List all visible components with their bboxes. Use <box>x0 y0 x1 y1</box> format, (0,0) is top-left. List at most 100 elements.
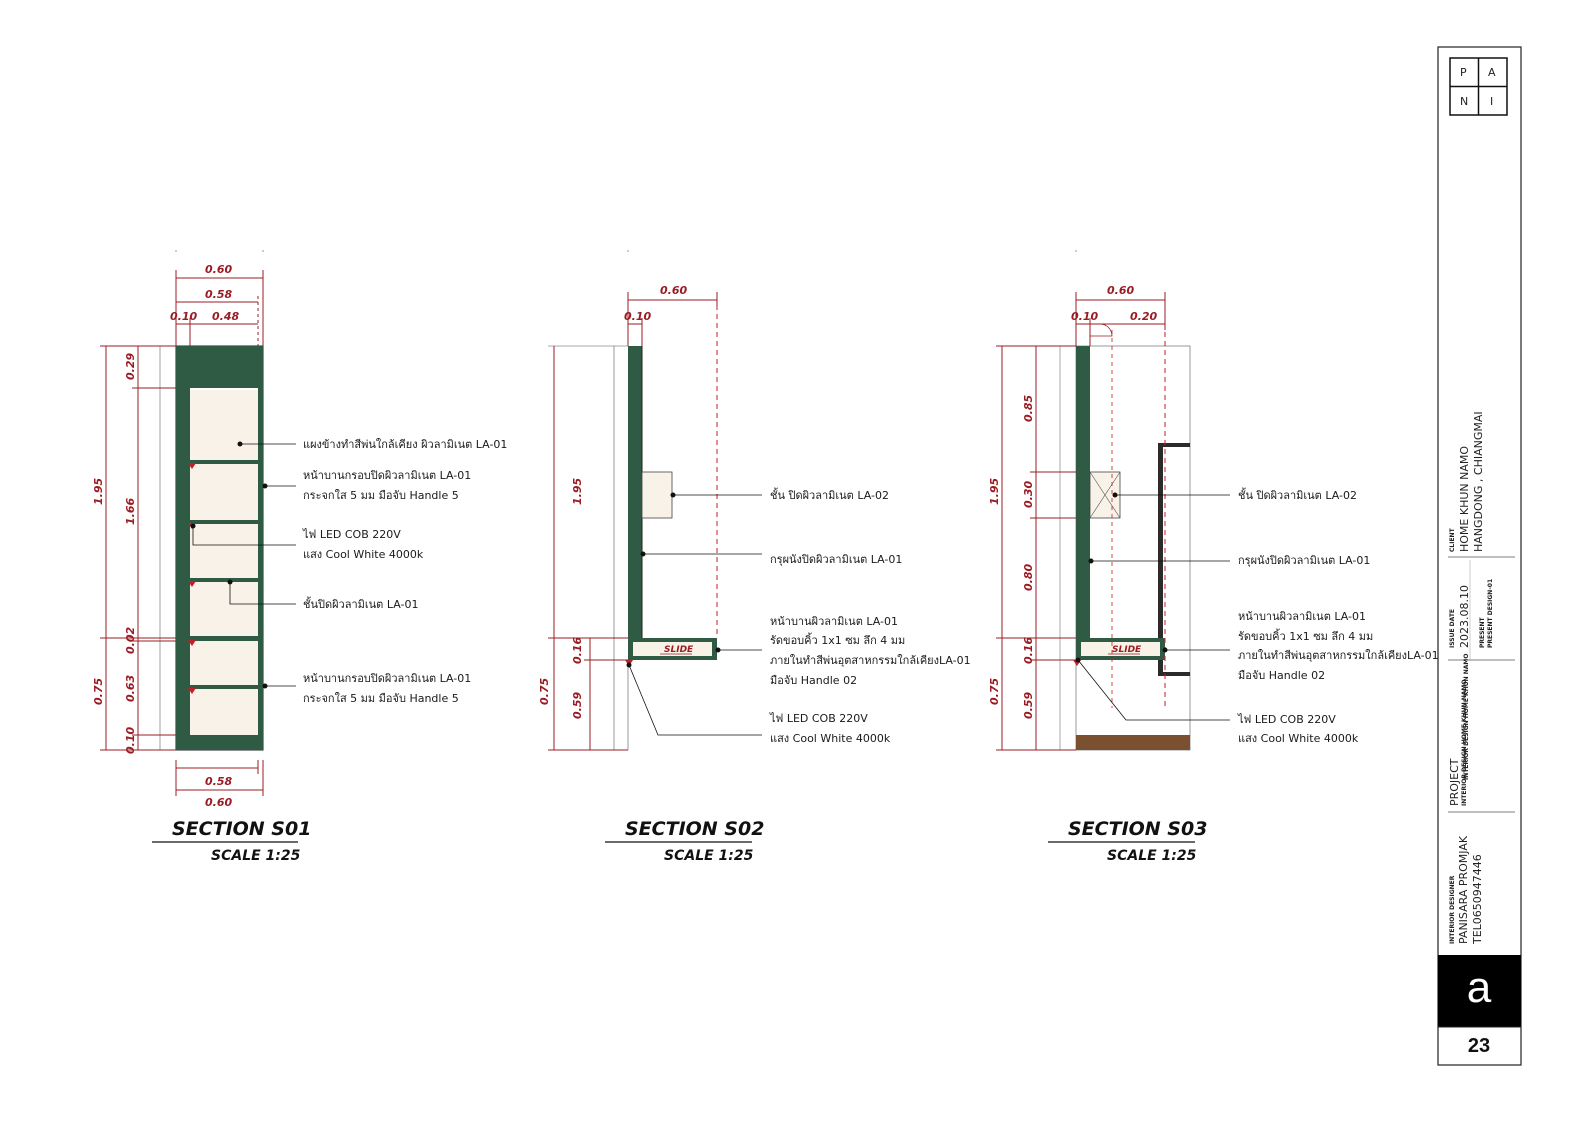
s02-dim-top-0: 0.60 <box>660 284 687 297</box>
logo-letter-i: I <box>1490 95 1493 108</box>
s03-scale: SCALE 1:25 <box>1107 848 1197 864</box>
s03-note-5: มือจับ Handle 02 <box>1238 669 1325 682</box>
s01-mid-divider <box>190 636 263 641</box>
s03-note-7: แสง Cool White 4000k <box>1238 732 1359 745</box>
sheet-number: 23 <box>1468 1035 1490 1057</box>
s01-shelf <box>190 578 258 582</box>
s01-dim-left-inner-1: 1.66 <box>124 498 137 525</box>
s02-dim-top-1: 0.10 <box>624 310 651 323</box>
s02-note-0: ชั้น ปิดผิวลามิเนต LA-02 <box>770 487 889 502</box>
s03-note-6: ไฟ LED COB 220V <box>1237 713 1336 726</box>
s01-door-frame <box>258 388 263 736</box>
s01-side-panel <box>176 346 190 750</box>
logo-letter-p: P <box>1460 66 1467 79</box>
client-name: HOME KHUN NAMO <box>1458 446 1471 552</box>
logo-letter-a: A <box>1488 66 1496 79</box>
designer-tel: TEL0650947446 <box>1471 854 1484 945</box>
s01-led-markers <box>188 463 196 694</box>
s03-dim-left-outer-0: 1.95 <box>988 478 1001 505</box>
s02-note-4: ภายในทำสีพ่นอุตสาหกรรมใกล้เคียงLA-01 <box>770 654 971 667</box>
s03-dim-left-inner-0: 0.85 <box>1022 395 1035 422</box>
s01-leaders <box>192 443 296 687</box>
section-s02: SLIDE 0.60 0.10 1.95 0.75 <box>538 250 971 864</box>
led-marker-icon <box>188 581 196 587</box>
designer-name: PANISARA PROMJAK <box>1457 835 1470 944</box>
s01-shelves <box>190 460 258 689</box>
s01-note-3: ไฟ LED COB 220V <box>302 528 401 541</box>
present-design: PRESENT DESIGN-01 <box>1487 579 1494 648</box>
led-marker-icon <box>188 688 196 694</box>
s01-dim-left-outer-0: 1.95 <box>92 478 105 505</box>
s02-note-3: รัดขอบคิ้ว 1x1 ซม ลึก 4 มม <box>770 632 905 647</box>
s03-side-bottom <box>1158 672 1190 676</box>
logo-letter-n: N <box>1460 95 1468 108</box>
s03-dim-top-1: 0.10 <box>1071 310 1098 323</box>
s01-shelf <box>190 460 258 464</box>
designer-label: INTERIOR DESIGNER <box>1449 875 1456 944</box>
s03-side-top <box>1158 443 1190 447</box>
s01-scale: SCALE 1:25 <box>211 848 301 864</box>
s02-dim-left-inner-0: 0.16 <box>571 637 584 664</box>
sheet-letter: a <box>1467 963 1492 1012</box>
pani-logo: P A N I <box>1449 57 1508 116</box>
s03-dim-top-2: 0.20 <box>1130 310 1157 323</box>
s02-dim-left-outer-0: 1.95 <box>571 478 584 505</box>
s02-note-1: กรุผนังปิดผิวลามิเนต LA-01 <box>770 553 902 566</box>
s01-note-0: แผงข้างทำสีพ่นใกล้เคียง ผิวลามิเนต LA-01 <box>303 438 507 451</box>
s03-dim-left-inner-2: 0.80 <box>1022 564 1035 591</box>
s02-note-6: ไฟ LED COB 220V <box>769 712 868 725</box>
s01-top-dimensions <box>175 250 264 346</box>
s02-shelf <box>641 471 673 519</box>
s03-title: SECTION S03 <box>1068 818 1207 840</box>
issue-date: 2023.08.10 <box>1458 585 1471 648</box>
s01-title: SECTION S01 <box>172 818 311 840</box>
s01-note-5: ชั้นปิดผิวลามิเนต LA-01 <box>303 596 418 611</box>
s02-wall-panel <box>628 346 642 638</box>
s02-title: SECTION S02 <box>625 818 764 840</box>
s01-dim-left-inner-4: 0.10 <box>124 727 137 754</box>
s02-note-7: แสง Cool White 4000k <box>770 732 891 745</box>
s01-note-6: หน้าบานกรอบปิดผิวลามิเนต LA-01 <box>303 672 471 685</box>
client-location: HANGDONG , CHIANGMAI <box>1472 411 1485 552</box>
s03-wood-base <box>1076 735 1190 750</box>
s03-dim-left-outer-1: 0.75 <box>988 678 1001 705</box>
present-label: PRESENT <box>1479 616 1486 648</box>
s01-dim-left-inner-2: 0.02 <box>124 627 137 654</box>
s03-side-panel <box>1158 443 1163 676</box>
s03-note-0: ชั้น ปิดผิวลามิเนต LA-02 <box>1238 487 1357 502</box>
s01-dim-bottom-1: 0.60 <box>205 796 232 809</box>
client-label: CLIENT <box>1449 527 1456 552</box>
s03-dim-top-0: 0.60 <box>1107 284 1134 297</box>
s03-drawer-inner <box>1081 642 1160 656</box>
s01-top-panel <box>176 346 263 388</box>
s02-note-5: มือจับ Handle 02 <box>770 674 857 687</box>
s01-note-2: กระจกใส 5 มม มือจับ Handle 5 <box>303 489 459 502</box>
s03-outline <box>1075 345 1191 751</box>
s02-drawer-inner <box>633 642 712 656</box>
s03-dim-left-inner-3: 0.16 <box>1022 637 1035 664</box>
s02-dim-left-outer-1: 0.75 <box>538 678 551 705</box>
s01-left-dimensions <box>100 345 176 751</box>
issue-label: ISSUE DATE <box>1449 609 1456 648</box>
section-s03: SLIDE 0.60 0.10 0.20 <box>988 250 1439 864</box>
s03-note-3: รัดขอบคิ้ว 1x1 ซม ลึก 4 มม <box>1238 628 1373 643</box>
s03-dim-left-inner-4: 0.59 <box>1022 692 1035 719</box>
s01-note-1: หน้าบานกรอบปิดผิวลามิเนต LA-01 <box>303 469 471 482</box>
sheet-letter-box <box>1438 955 1521 1027</box>
s01-dim-top-2: 0.10 <box>170 310 197 323</box>
s01-bottom-dimensions <box>175 760 264 796</box>
s03-slide-label: SLIDE <box>1112 645 1142 655</box>
title-block: P A N I CLIENT HOME KHUN NAMO HANGDONG ,… <box>1437 46 1522 1066</box>
s02-slide-label: SLIDE <box>664 645 694 655</box>
s01-dim-left-inner-0: 0.29 <box>124 353 137 380</box>
s01-shelf <box>190 520 258 524</box>
s01-dim-top-0: 0.60 <box>205 263 232 276</box>
s01-bottom-plinth <box>176 735 263 750</box>
s03-dim-left-inner-1: 0.30 <box>1022 481 1035 508</box>
s01-dim-left-outer-1: 0.75 <box>92 678 105 705</box>
led-marker-icon <box>188 640 196 646</box>
s01-dim-top-1: 0.58 <box>205 288 232 301</box>
project-label: PROJECT <box>1448 758 1461 806</box>
led-marker-icon <box>188 463 196 469</box>
